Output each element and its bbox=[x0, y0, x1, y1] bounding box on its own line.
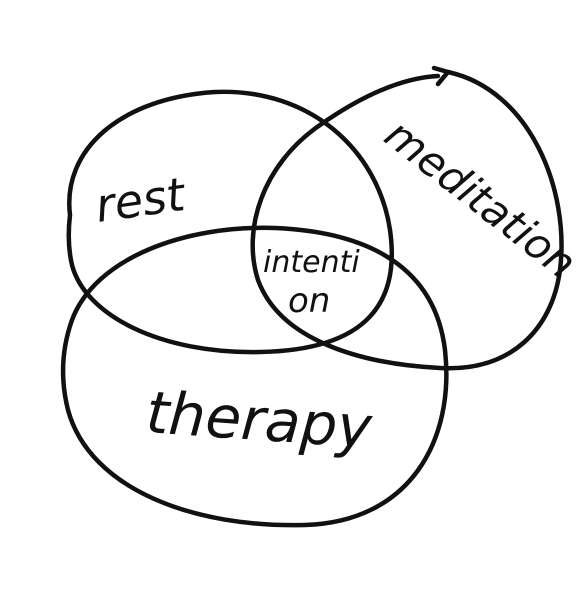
meditation-circle bbox=[250, 69, 564, 371]
intersection-label-line2: on bbox=[288, 281, 330, 321]
intersection-label-line1: intenti bbox=[263, 245, 360, 280]
rest-label: rest bbox=[92, 167, 190, 233]
meditation-arrow-tip bbox=[431, 65, 451, 87]
therapy-label: therapy bbox=[144, 378, 375, 462]
rest-circle bbox=[66, 89, 395, 355]
meditation-label: meditation bbox=[376, 109, 579, 288]
therapy-circle bbox=[60, 225, 449, 528]
